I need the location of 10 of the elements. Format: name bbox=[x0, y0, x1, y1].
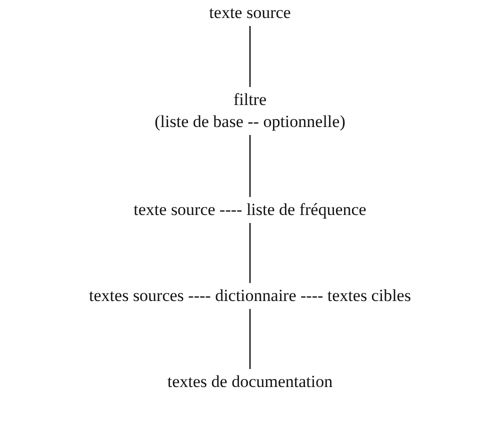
connector-line bbox=[249, 135, 251, 197]
node-text: textes sources ---- dictionnaire ---- textes cibles bbox=[89, 285, 411, 307]
node-text: textes de documentation bbox=[167, 371, 333, 393]
node-text: filtre bbox=[232, 89, 268, 111]
node-text: texte source ---- liste de fréquence bbox=[134, 199, 366, 221]
node-text: (liste de base -- optionnelle) bbox=[154, 111, 346, 133]
node-text: texte source bbox=[209, 2, 291, 24]
connector-line bbox=[249, 26, 251, 87]
connector-line bbox=[249, 309, 251, 369]
connector-line bbox=[249, 223, 251, 283]
